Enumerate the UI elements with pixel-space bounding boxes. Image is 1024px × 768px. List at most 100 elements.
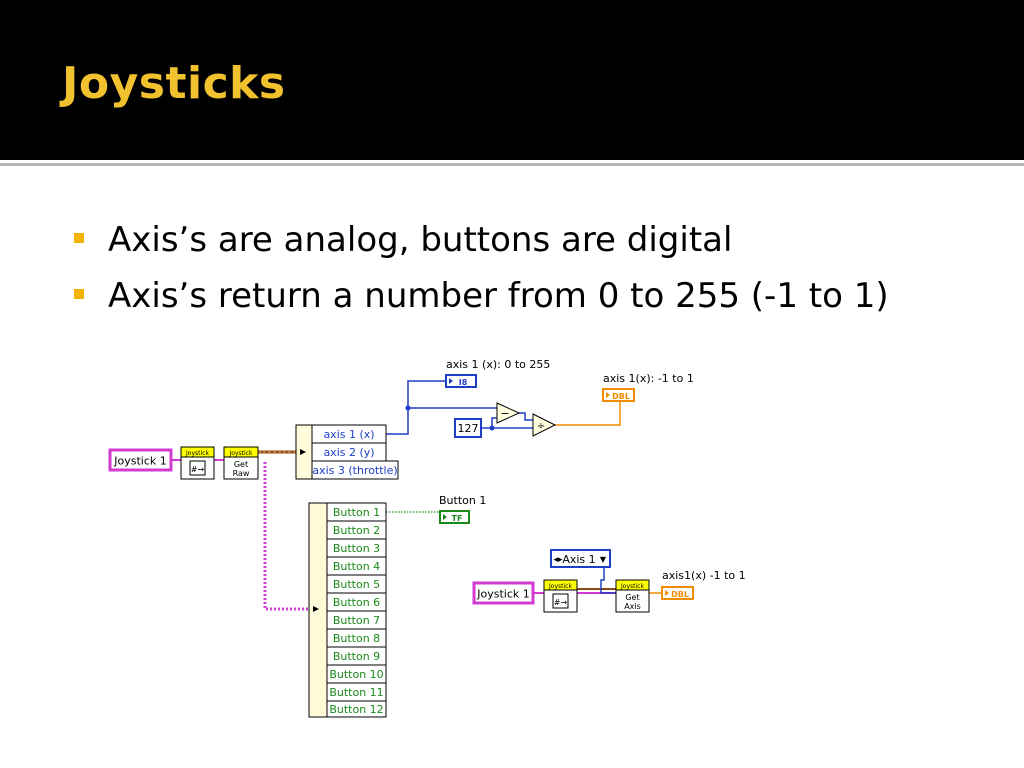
- button-row: Button 9: [326, 646, 387, 666]
- get-raw-vi-line1: Get: [234, 460, 248, 469]
- axis-row: axis 2 (y): [311, 442, 387, 462]
- bullet-square-icon: [74, 233, 84, 243]
- get-axis-vi-line1: Get: [625, 593, 639, 602]
- get-raw-vi-header: [223, 446, 259, 458]
- buttons-unbundle-arrow-icon: [313, 606, 319, 612]
- title-bar: Joysticks: [0, 0, 1024, 160]
- button-row-label: Button 3: [333, 542, 380, 555]
- bullet-square-icon: [74, 289, 84, 299]
- divide-icon: ÷: [537, 421, 545, 432]
- open-joystick-vi-type: Joystick: [185, 450, 209, 457]
- get-raw-vi-type: Joystick: [229, 450, 253, 457]
- tf-indicator-box: [439, 510, 470, 524]
- button1-indicator-label: Button 1: [439, 494, 486, 507]
- joystick-constant[interactable]: Joystick 1: [108, 448, 173, 472]
- button-row: Button 12: [326, 700, 387, 718]
- button-row-label: Button 10: [329, 668, 383, 681]
- axis-row-label: axis 1 (x): [323, 428, 374, 441]
- wire-subtract-to-divide: [519, 412, 533, 421]
- button-row: Button 10: [326, 664, 387, 684]
- dbl-indicator[interactable]: DBL: [602, 388, 635, 402]
- refnum-wires: [171, 459, 616, 594]
- button-row: Button 1: [326, 502, 387, 522]
- axis-row-label: axis 3 (throttle): [312, 464, 397, 477]
- button-row-label: Button 7: [333, 614, 380, 627]
- button-row: Button 7: [326, 610, 387, 630]
- open-joystick-vi-type: Joystick: [548, 583, 572, 590]
- raw-axis-indicator-label: axis 1 (x): 0 to 255: [446, 358, 550, 371]
- dbl-indicator-box: [602, 388, 635, 402]
- wire-127-to-subtract: [481, 417, 497, 429]
- joystick-icon-glyph: #→: [554, 598, 568, 607]
- dbl-indicator-arrow-icon: [606, 392, 610, 398]
- wire-divide-to-dbl: [555, 401, 621, 426]
- button-row-label: Button 9: [333, 650, 380, 663]
- axis-ring-arrows-icon: ◂▸: [553, 555, 563, 565]
- joystick-constant-box: [472, 581, 535, 605]
- open-joystick-vi-header: [543, 579, 578, 591]
- get-raw-vi[interactable]: Joystick Get Raw: [223, 446, 259, 480]
- i8-indicator-box: [445, 374, 477, 388]
- axis-ring-value: Axis 1: [562, 553, 595, 566]
- dbl-indicator-box: [661, 586, 694, 600]
- tf-indicator[interactable]: TF: [439, 510, 470, 524]
- get-axis-vi[interactable]: Joystick Get Axis: [615, 579, 650, 613]
- bullet-list: Axis’s are analog, buttons are digital A…: [74, 214, 889, 326]
- wire-junction: [405, 405, 411, 411]
- axis-ring-caret-icon: ▼: [600, 555, 607, 564]
- i8-indicator[interactable]: I8: [445, 374, 477, 388]
- title-divider: [0, 163, 1024, 166]
- bullet-text: Axis’s are analog, buttons are digital: [108, 220, 733, 260]
- integer-wires: [386, 380, 616, 594]
- i8-indicator-arrow-icon: [449, 378, 453, 384]
- button-row-label: Button 8: [333, 632, 380, 645]
- button-row: Button 8: [326, 628, 387, 648]
- joystick-constant[interactable]: Joystick 1: [472, 581, 535, 605]
- button-row: Button 2: [326, 520, 387, 540]
- button-row-label: Button 12: [329, 703, 383, 716]
- button-row-label: Button 2: [333, 524, 380, 537]
- button-row-label: Button 5: [333, 578, 380, 591]
- constant-127-value: 127: [458, 422, 479, 435]
- i8-indicator-type: I8: [459, 378, 468, 387]
- button-row-label: Button 6: [333, 596, 380, 609]
- scaled-axis-indicator-label: axis 1(x): -1 to 1: [603, 372, 694, 385]
- open-joystick-vi[interactable]: Joystick #→: [543, 579, 578, 613]
- button-row: Button 4: [326, 556, 387, 576]
- buttons-unbundle-handle: [308, 502, 328, 718]
- button-row: Button 3: [326, 538, 387, 558]
- buttons-unbundle[interactable]: Button 1 Button 2 Button 3 Button 4 Butt…: [308, 502, 387, 718]
- open-joystick-vi[interactable]: Joystick #→: [180, 446, 215, 480]
- divide-node[interactable]: ÷: [532, 413, 557, 437]
- slide-title: Joysticks: [62, 58, 286, 109]
- axes-unbundle[interactable]: axis 1 (x) axis 2 (y) axis 3 (throttle): [295, 424, 399, 480]
- dbl-indicator-type: DBL: [671, 590, 689, 599]
- constant-127[interactable]: 127: [454, 418, 482, 438]
- button-row-label: Button 1: [333, 506, 380, 519]
- get-axis-vi-line2: Axis: [624, 602, 641, 611]
- axis-ring-constant[interactable]: ◂▸ Axis 1 ▼: [550, 549, 611, 568]
- joystick-constant-label: Joystick 1: [113, 455, 167, 468]
- bullet-item: Axis’s return a number from 0 to 255 (-1…: [74, 270, 889, 326]
- subtract-node[interactable]: −: [496, 402, 521, 424]
- get-axis-output-label: axis1(x) -1 to 1: [662, 569, 746, 582]
- axis-row-box: [311, 460, 399, 480]
- joystick-icon: [189, 460, 206, 476]
- joystick-constant-label: Joystick 1: [476, 588, 530, 601]
- dbl-indicator[interactable]: DBL: [661, 586, 694, 600]
- button-row: Button 11: [326, 682, 387, 702]
- joystick-icon: [552, 593, 569, 609]
- open-joystick-vi-header: [180, 446, 215, 458]
- button-row-label: Button 4: [333, 560, 380, 573]
- joystick-icon-glyph: #→: [191, 465, 205, 474]
- button-row: Button 6: [326, 592, 387, 612]
- joystick-constant-box: [108, 448, 173, 472]
- dbl-indicator-arrow-icon: [665, 590, 669, 596]
- get-raw-vi-line2: Raw: [233, 469, 250, 478]
- cluster-wires: [258, 450, 616, 611]
- get-axis-vi-header: [615, 579, 650, 591]
- button-row: Button 5: [326, 574, 387, 594]
- wire-ring-to-getaxis: [600, 567, 616, 594]
- wire-buttons-cluster: [263, 462, 309, 611]
